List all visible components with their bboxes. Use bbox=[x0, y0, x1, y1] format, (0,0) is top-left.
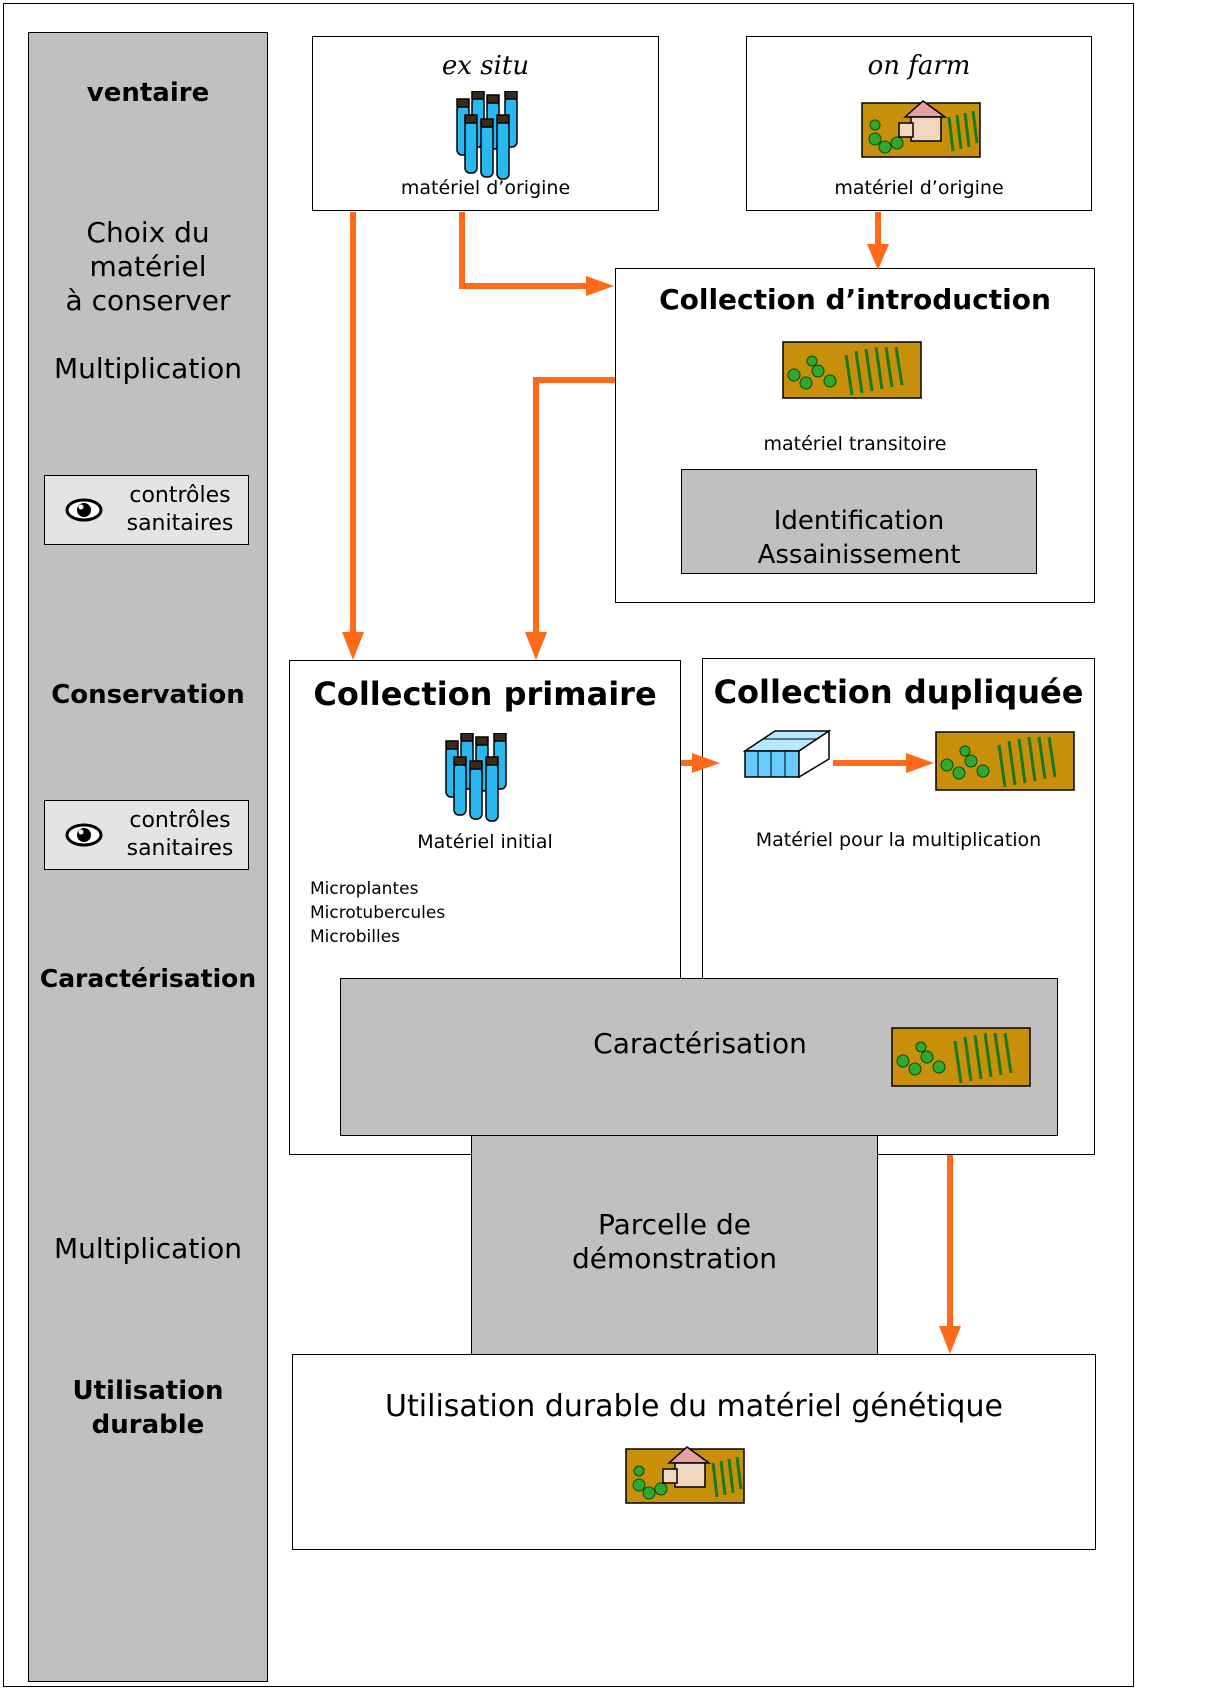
arrowhead bbox=[867, 244, 889, 270]
sidebar-sustainable-use: Utilisation durable bbox=[72, 1376, 224, 1440]
eye-icon bbox=[65, 823, 103, 847]
farm-house-icon bbox=[625, 1446, 745, 1504]
demonstration-plot-box: Parcelle de démonstration bbox=[471, 1135, 878, 1369]
duplicated-title: Collection dupliquée bbox=[713, 673, 1084, 711]
arrowhead bbox=[342, 632, 364, 660]
introduction-collection-box: Collection d’introduction matériel trans… bbox=[615, 268, 1095, 603]
controls-label-2b: sanitaires bbox=[126, 836, 234, 861]
arrowhead bbox=[939, 1326, 961, 1354]
test-tubes-icon bbox=[445, 733, 507, 822]
test-tubes-icon bbox=[456, 91, 518, 180]
sustainable-title: Utilisation durable du matériel génétiqu… bbox=[385, 1389, 1003, 1424]
field-crops-icon bbox=[935, 731, 1075, 791]
sidebar-multiplication-2: Multiplication bbox=[54, 1232, 242, 1265]
primary-title: Collection primaire bbox=[313, 675, 657, 713]
field-crops-icon bbox=[891, 1027, 1031, 1087]
primary-list: Microplantes Microtubercules Microbilles bbox=[310, 877, 445, 949]
sidebar-conservation: Conservation bbox=[51, 680, 245, 710]
list-item: Microbilles bbox=[310, 927, 401, 947]
list-item: Microtubercules bbox=[310, 903, 446, 923]
controls-label-1a: contrôles bbox=[129, 483, 231, 508]
characterisation-box: Caractérisation bbox=[340, 978, 1058, 1136]
characterisation-label: Caractérisation bbox=[593, 1027, 807, 1060]
greenhouse-icon bbox=[743, 729, 831, 779]
ex-situ-box: ex situ matériel d’origine bbox=[312, 36, 659, 211]
duplicated-caption: Matériel pour la multiplication bbox=[755, 829, 1042, 851]
eye-icon bbox=[65, 498, 103, 522]
sanitary-controls-2: contrôles sanitaires bbox=[44, 800, 249, 870]
introduction-title: Collection d’introduction bbox=[659, 283, 1051, 316]
sanitary-controls-1: contrôles sanitaires bbox=[44, 475, 249, 545]
ex-situ-title: ex situ bbox=[441, 51, 530, 81]
introduction-caption: matériel transitoire bbox=[763, 433, 947, 455]
sustainable-use-box: Utilisation durable du matériel génétiqu… bbox=[292, 1354, 1096, 1550]
arrow-introduction-to-primary bbox=[533, 377, 615, 635]
on-farm-box: on farm matériel d’origine bbox=[746, 36, 1092, 211]
sidebar-characterisation: Caractérisation bbox=[39, 964, 257, 993]
controls-label-2a: contrôles bbox=[129, 808, 231, 833]
primary-caption: Matériel initial bbox=[417, 831, 553, 853]
arrowhead bbox=[906, 753, 934, 773]
arrowhead bbox=[525, 632, 547, 660]
identification-box: Identification Assainissement bbox=[681, 469, 1037, 574]
arrow-exsitu-to-introduction bbox=[459, 212, 590, 289]
sidebar-choice: Choix du matériel à conserver bbox=[65, 216, 231, 317]
field-crops-icon bbox=[782, 341, 922, 399]
list-item: Microplantes bbox=[310, 879, 419, 899]
sidebar-multiplication-1: Multiplication bbox=[54, 352, 242, 385]
ex-situ-caption: matériel d’origine bbox=[400, 177, 571, 199]
on-farm-caption: matériel d’origine bbox=[834, 177, 1004, 199]
diagram-frame bbox=[3, 3, 1134, 1687]
on-farm-title: on farm bbox=[867, 51, 971, 81]
sidebar-inventory: ventaire bbox=[86, 78, 210, 108]
arrowhead bbox=[692, 753, 720, 773]
controls-label-1b: sanitaires bbox=[126, 511, 234, 536]
farm-house-icon bbox=[861, 100, 981, 158]
arrowhead bbox=[586, 276, 614, 296]
